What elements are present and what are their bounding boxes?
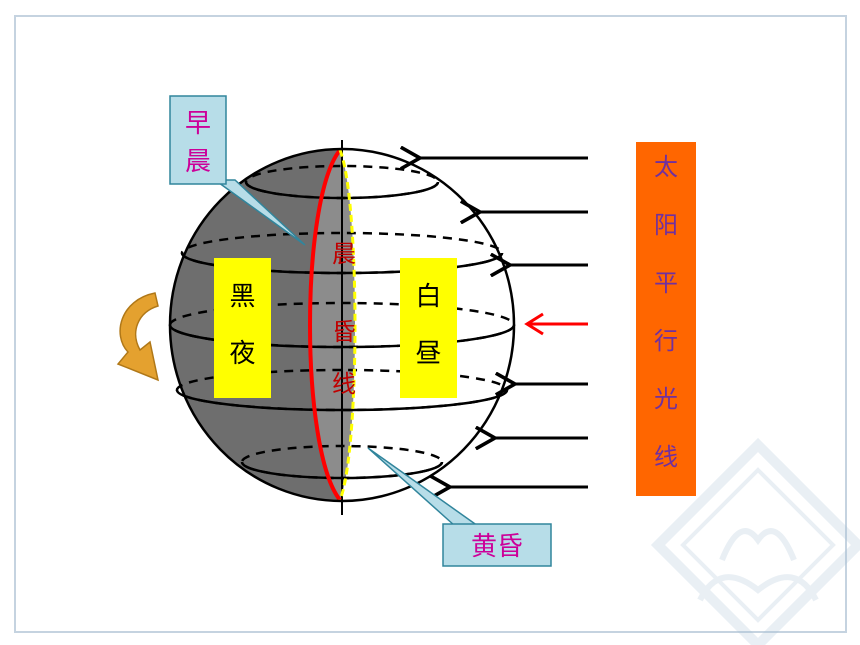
terminator-band xyxy=(310,150,355,500)
dawn-callout-char: 晨 xyxy=(185,147,211,177)
dusk-callout: 黄昏 xyxy=(367,447,552,567)
sunlight-label-box xyxy=(636,142,696,496)
sunlight-label-char: 太 xyxy=(654,153,678,181)
terminator-label-char: 线 xyxy=(332,370,356,398)
globe xyxy=(168,140,516,515)
terminator-label-char: 晨 xyxy=(332,240,356,268)
ray-direct-head xyxy=(524,312,544,336)
curved-rotation-arrow-icon xyxy=(116,292,160,382)
dawn-line xyxy=(308,148,342,502)
sunlight-label-char: 线 xyxy=(654,443,678,471)
night-label-box xyxy=(214,258,271,398)
day-label-box xyxy=(400,258,457,398)
dusk-callout-box xyxy=(442,523,552,567)
globe-outline xyxy=(168,147,516,503)
sunlight-label: 太 阳 平 行 光 线 xyxy=(636,142,696,496)
night-label-char: 黑 xyxy=(229,282,255,312)
sunlight-label-char: 平 xyxy=(654,269,678,297)
dusk-line xyxy=(338,149,357,501)
sunlight-label-char: 阳 xyxy=(654,211,678,239)
day-label: 白 昼 xyxy=(400,258,457,398)
terminator-label: 晨 昏 线 xyxy=(332,240,356,398)
hands-leaf-watermark-icon xyxy=(650,437,860,645)
sunlight-label-char: 光 xyxy=(654,385,678,413)
slide-frame xyxy=(14,15,847,633)
terminator-label-char: 昏 xyxy=(332,318,356,346)
night-label: 黑 夜 xyxy=(214,258,271,398)
dawn-callout-char: 早 xyxy=(185,109,211,139)
dawn-callout-box xyxy=(169,95,227,185)
dusk-callout-text: 黄昏 xyxy=(471,532,523,562)
day-label-char: 昼 xyxy=(415,339,441,369)
night-label-char: 夜 xyxy=(229,339,255,369)
sunlight-label-char: 行 xyxy=(654,327,678,355)
dawn-callout: 早 晨 xyxy=(169,95,306,246)
day-label-char: 白 xyxy=(415,282,441,312)
sunray-arrow-icon xyxy=(420,158,588,487)
